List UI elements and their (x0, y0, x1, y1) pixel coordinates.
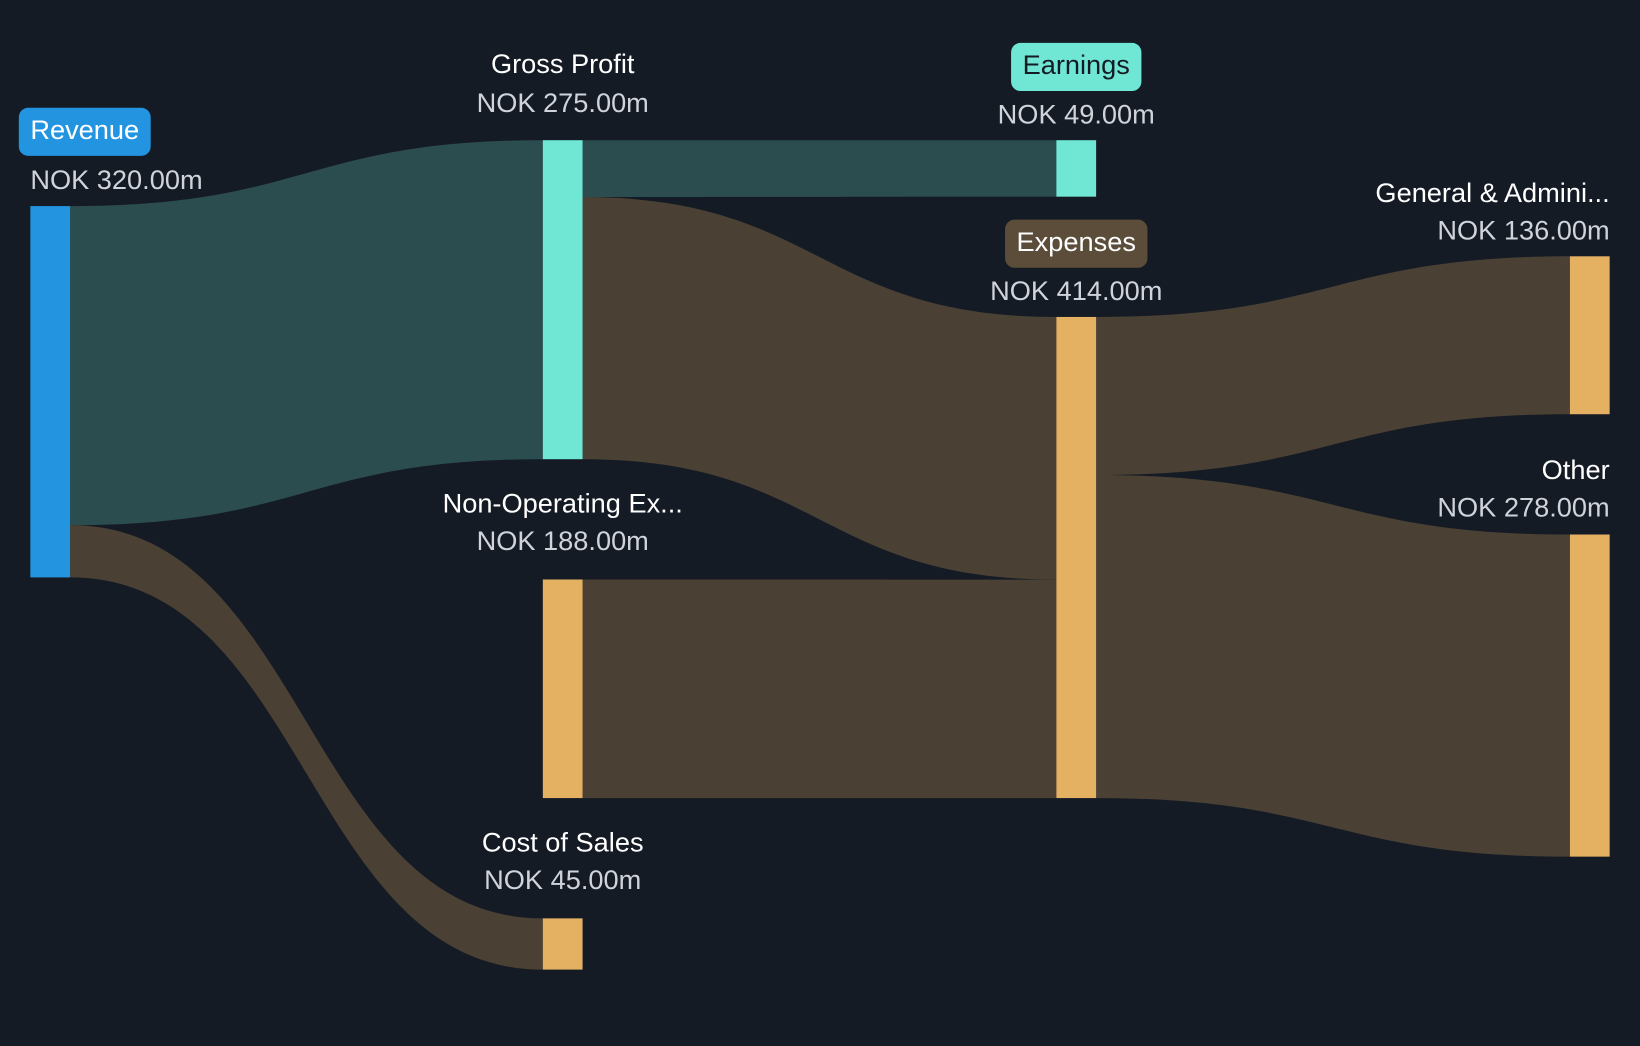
node-cost_of_sales (542, 918, 583, 970)
node-expenses (1056, 316, 1097, 799)
node-label-non_operating: Non-Operating Ex... (443, 487, 683, 518)
link-expenses-to-other (1096, 475, 1570, 857)
node-value-revenue: NOK 320.00m (30, 164, 202, 195)
link-gross_profit-to-earnings (582, 140, 1057, 198)
link-gross_profit-to-expenses (582, 197, 1057, 580)
node-label-expenses: Expenses (1017, 226, 1136, 257)
nodes (30, 140, 1610, 970)
node-value-expenses: NOK 414.00m (990, 275, 1162, 306)
node-value-other: NOK 278.00m (1437, 492, 1609, 523)
link-non_operating-to-expenses (582, 579, 1057, 799)
node-label-other: Other (1542, 454, 1610, 485)
badge-expenses (1005, 219, 1148, 268)
node-value-earnings: NOK 49.00m (998, 98, 1155, 129)
node-label-earnings: Earnings (1023, 49, 1130, 80)
node-revenue (30, 206, 71, 578)
node-value-general_admin: NOK 136.00m (1437, 214, 1609, 245)
link-expenses-to-general_admin (1096, 256, 1570, 476)
node-label-revenue: Revenue (30, 114, 139, 145)
links (70, 140, 1570, 970)
node-label-cost_of_sales: Cost of Sales (482, 826, 644, 857)
badge-revenue (18, 107, 151, 156)
node-label-gross_profit: Gross Profit (491, 48, 635, 79)
node-other (1569, 534, 1610, 857)
node-earnings (1056, 140, 1097, 197)
node-value-gross_profit: NOK 275.00m (477, 87, 649, 118)
node-non_operating (542, 579, 583, 799)
link-revenue-to-cost_of_sales (70, 525, 543, 970)
node-gross_profit (542, 140, 583, 460)
link-revenue-to-gross_profit (70, 140, 543, 526)
node-label-general_admin: General & Admini... (1375, 177, 1609, 208)
node-general_admin (1569, 256, 1610, 415)
node-value-non_operating: NOK 188.00m (477, 525, 649, 556)
badge-earnings (1011, 42, 1142, 92)
node-value-cost_of_sales: NOK 45.00m (484, 864, 641, 895)
